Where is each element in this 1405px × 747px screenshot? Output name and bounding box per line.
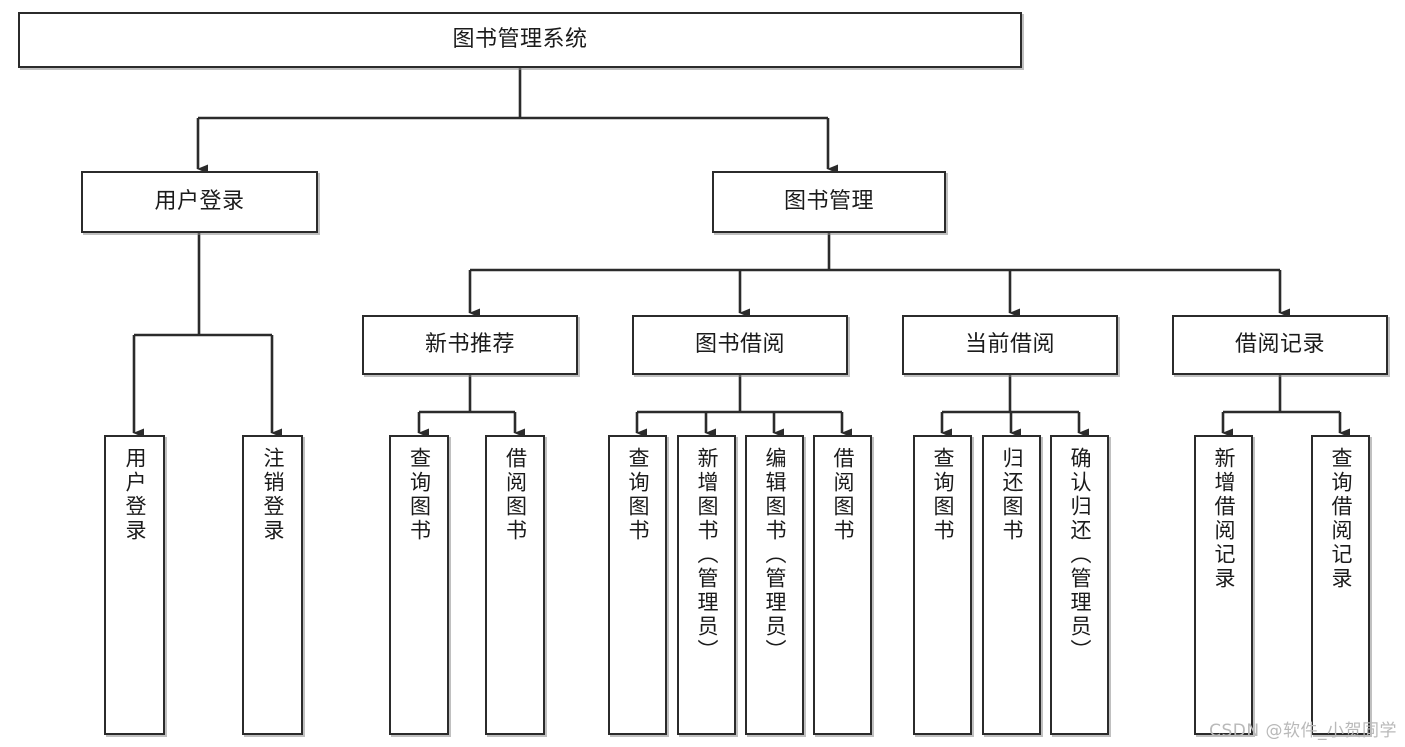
node-user-login: 用户登录	[81, 171, 318, 233]
node-label-leaf-return-book: 归还图书	[1000, 447, 1024, 543]
node-label-root: 图书管理系统	[452, 27, 588, 53]
node-borrow-record: 借阅记录	[1172, 315, 1388, 375]
node-leaf-add-borrow-record: 新增借阅记录	[1194, 435, 1253, 735]
node-label-new-book-recommend: 新书推荐	[424, 332, 515, 358]
node-label-leaf-query-book-3: 查询图书	[931, 447, 955, 543]
node-leaf-query-book-2: 查询图书	[608, 435, 667, 735]
node-book-borrow: 图书借阅	[632, 315, 848, 375]
node-leaf-add-book-admin: 新增图书（管理员）	[677, 435, 736, 735]
node-leaf-query-book-3: 查询图书	[913, 435, 972, 735]
node-leaf-user-login: 用户登录	[104, 435, 165, 735]
node-new-book-recommend: 新书推荐	[362, 315, 578, 375]
node-label-current-borrow: 当前借阅	[964, 332, 1055, 358]
node-label-leaf-query-book-2: 查询图书	[626, 447, 650, 543]
node-label-leaf-user-login: 用户登录	[123, 447, 147, 543]
node-root: 图书管理系统	[18, 12, 1022, 68]
node-leaf-borrow-book-2: 借阅图书	[813, 435, 872, 735]
node-label-leaf-add-book-admin: 新增图书（管理员）	[695, 447, 719, 663]
node-leaf-return-book: 归还图书	[982, 435, 1041, 735]
node-label-leaf-query-book-1: 查询图书	[407, 447, 432, 543]
node-leaf-user-logout: 注销登录	[242, 435, 303, 735]
node-label-borrow-record: 借阅记录	[1234, 332, 1325, 358]
node-leaf-query-borrow-record: 查询借阅记录	[1311, 435, 1370, 735]
node-label-leaf-add-borrow-record: 新增借阅记录	[1212, 447, 1236, 591]
node-label-book-borrow: 图书借阅	[694, 332, 785, 358]
node-book-manage: 图书管理	[712, 171, 946, 233]
node-leaf-query-book-1: 查询图书	[389, 435, 449, 735]
node-label-leaf-borrow-book-1: 借阅图书	[503, 447, 528, 543]
node-label-leaf-user-logout: 注销登录	[261, 447, 285, 543]
node-current-borrow: 当前借阅	[902, 315, 1118, 375]
connector-edges	[132, 68, 1350, 438]
node-label-leaf-edit-book-admin: 编辑图书（管理员）	[763, 447, 787, 663]
node-label-leaf-borrow-book-2: 借阅图书	[831, 447, 855, 543]
node-leaf-edit-book-admin: 编辑图书（管理员）	[745, 435, 804, 735]
node-leaf-borrow-book-1: 借阅图书	[485, 435, 545, 735]
node-leaf-confirm-return-admin: 确认归还（管理员）	[1050, 435, 1109, 735]
node-label-leaf-query-borrow-record: 查询借阅记录	[1329, 447, 1353, 591]
node-label-user-login: 用户登录	[154, 189, 245, 215]
node-label-leaf-confirm-return-admin: 确认归还（管理员）	[1068, 447, 1092, 663]
node-label-book-manage: 图书管理	[783, 189, 874, 215]
